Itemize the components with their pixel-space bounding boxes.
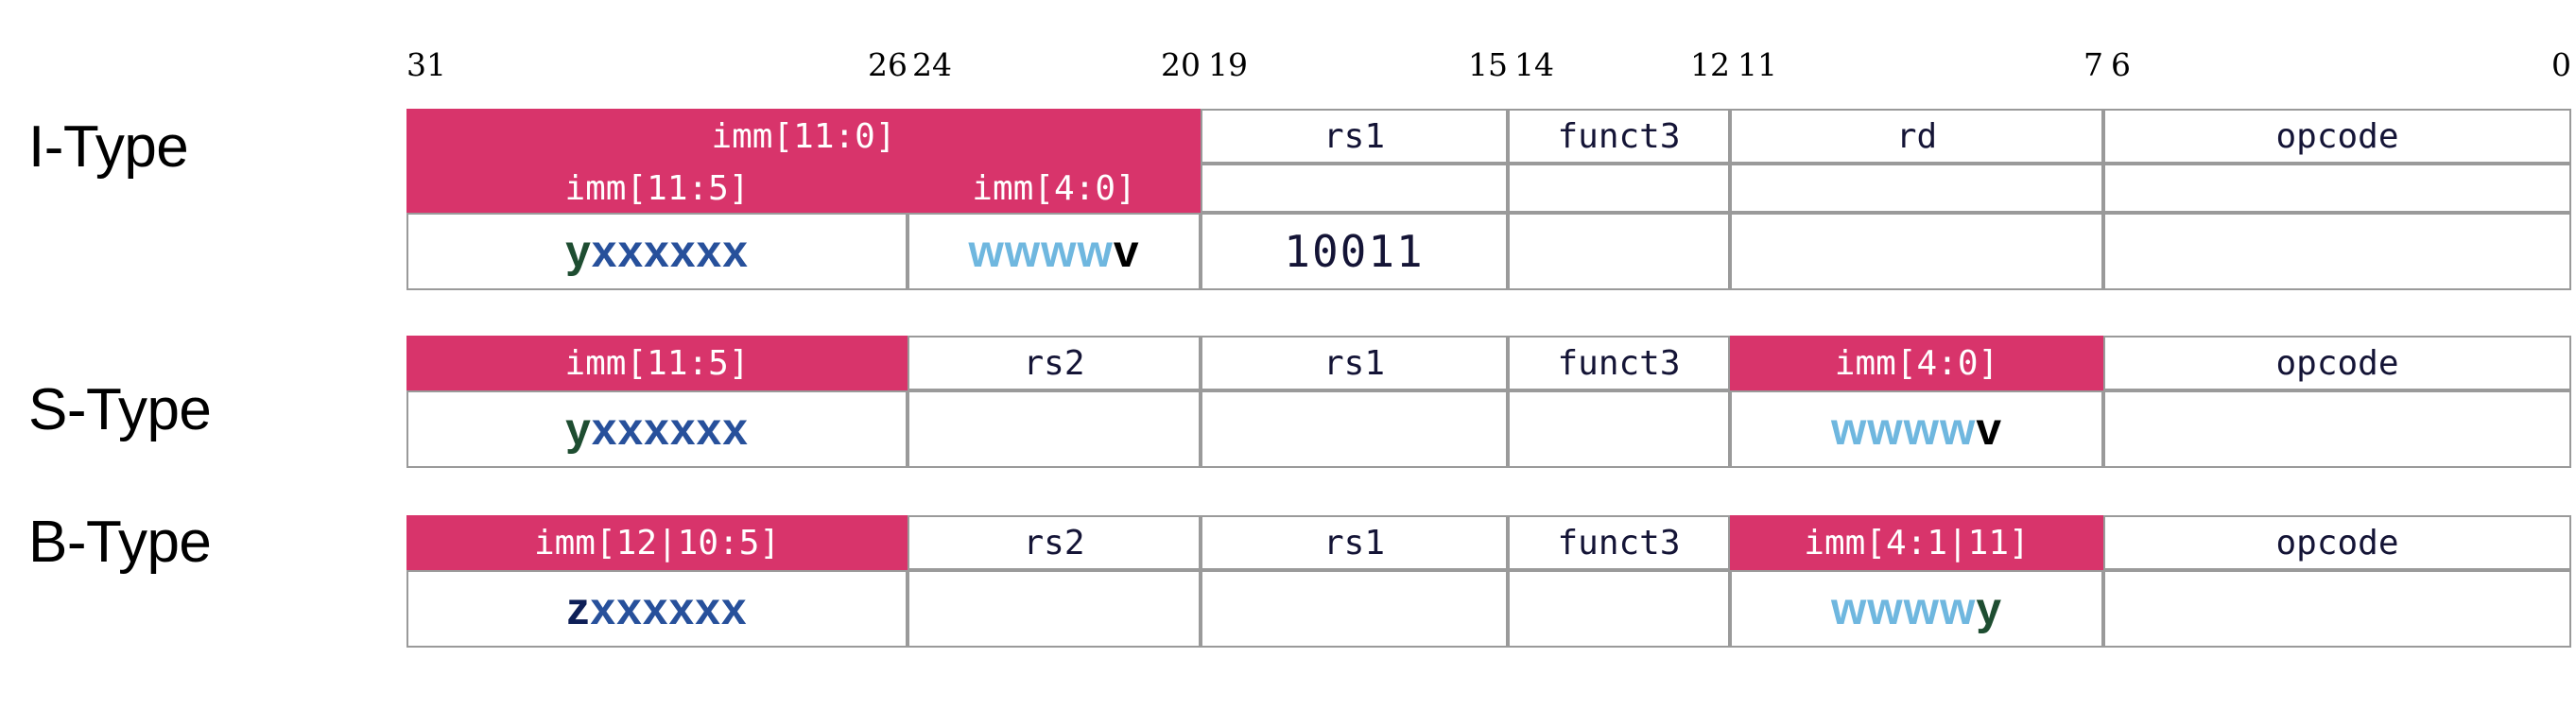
bit-index-12: 12: [1690, 46, 1730, 83]
bit-index-7: 7: [2083, 46, 2103, 83]
bit-segment-black: v: [1976, 404, 2003, 455]
bit-segment-green: y: [565, 404, 592, 455]
bit-index-19: 19: [1208, 46, 1248, 83]
s-type-fields-imm-4-0: imm[4:0]: [1730, 336, 2103, 390]
bit-index-15: 15: [1468, 46, 1508, 83]
bit-segment-ltblue: wwww: [1830, 404, 1977, 455]
s-type-fields-funct3: funct3: [1508, 336, 1730, 390]
s-type-bits-rs2-blank: [908, 390, 1201, 468]
bit-index-11: 11: [1738, 46, 1777, 83]
s-type-fields-rs2: rs2: [908, 336, 1201, 390]
i-type-split-opcode-blank: [2103, 164, 2571, 213]
s-type-fields-opcode: opcode: [2103, 336, 2571, 390]
i-type-split-funct3-blank: [1508, 164, 1730, 213]
bit-segment-blue: xxxxxx: [590, 583, 748, 634]
bit-segment-blue: xxxxxx: [591, 404, 749, 455]
bit-index-26: 26: [868, 46, 908, 83]
i-type-fields-rd: rd: [1730, 109, 2103, 164]
bit-index-14: 14: [1514, 46, 1554, 83]
row-label-i-type: I-Type: [28, 114, 189, 180]
i-type-split-imm-11-5: imm[11:5]: [406, 164, 908, 213]
b-type-fields-imm-4-1-11: imm[4:1|11]: [1730, 515, 2103, 570]
bit-segment-ltblue: wwww: [968, 226, 1114, 277]
i-type-split-rs1-blank: [1201, 164, 1508, 213]
bit-segment-blue: xxxxxx: [591, 226, 749, 277]
b-type-bits-rs2-blank: [908, 570, 1201, 648]
b-type-bits-opcode-blank: [2103, 570, 2571, 648]
i-type-bits-rs1-value: 10011: [1201, 213, 1508, 290]
i-type-bits-rd-blank: [1730, 213, 2103, 290]
s-type-fields-imm-11-5: imm[11:5]: [406, 336, 908, 390]
bit-index-24: 24: [912, 46, 952, 83]
bit-segment-navy: z: [566, 583, 591, 634]
b-type-fields-rs2: rs2: [908, 515, 1201, 570]
s-type-fields-rs1: rs1: [1201, 336, 1508, 390]
b-type-fields-opcode: opcode: [2103, 515, 2571, 570]
bit-index-31: 31: [406, 46, 446, 83]
i-type-fields-imm-11-0: imm[11:0]: [406, 109, 1201, 164]
i-type-bits-opcode-blank: [2103, 213, 2571, 290]
bit-index-20: 20: [1161, 46, 1201, 83]
bit-segment-ltblue: wwww: [1830, 583, 1977, 634]
bit-index-6: 6: [2111, 46, 2131, 83]
b-type-bits-funct3-blank: [1508, 570, 1730, 648]
i-type-fields-funct3: funct3: [1508, 109, 1730, 164]
bit-segment-black: v: [1113, 226, 1140, 277]
s-type-bits-funct3-blank: [1508, 390, 1730, 468]
b-type-fields-imm-12-10-5: imm[12|10:5]: [406, 515, 908, 570]
s-type-bits-rs1-blank: [1201, 390, 1508, 468]
bit-segment-green: y: [565, 226, 592, 277]
s-type-bits-opcode-blank: [2103, 390, 2571, 468]
i-type-bits-funct3-blank: [1508, 213, 1730, 290]
i-type-fields-rs1: rs1: [1201, 109, 1508, 164]
b-type-fields-rs1: rs1: [1201, 515, 1508, 570]
i-type-fields-opcode: opcode: [2103, 109, 2571, 164]
row-label-s-type: S-Type: [28, 377, 212, 442]
b-type-fields-funct3: funct3: [1508, 515, 1730, 570]
i-type-split-rd-blank: [1730, 164, 2103, 213]
i-type-split-imm-4-0: imm[4:0]: [908, 164, 1201, 213]
bit-segment-green: y: [1976, 583, 2003, 634]
row-label-b-type: B-Type: [28, 510, 212, 575]
bit-index-0: 0: [2551, 46, 2571, 83]
b-type-bits-rs1-blank: [1201, 570, 1508, 648]
